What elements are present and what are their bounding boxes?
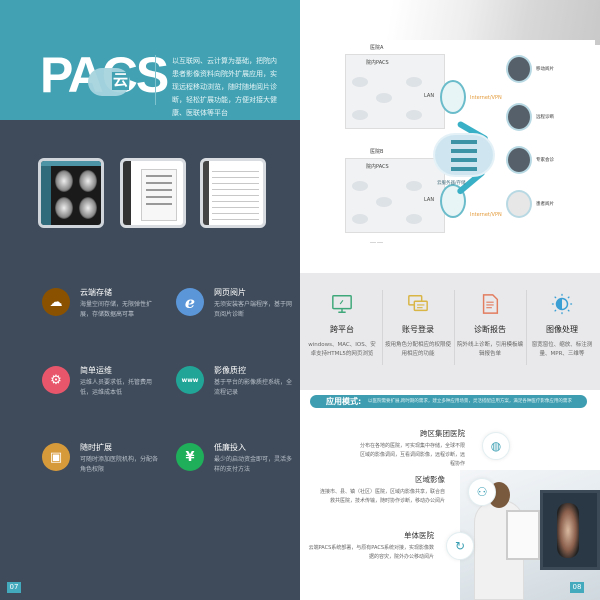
- browser-icon: e: [176, 288, 204, 316]
- feature-title: 简单运维: [80, 366, 112, 375]
- capability-desc: 院外线上诊断，引用模板编辑报告单: [456, 342, 523, 357]
- document-icon: [482, 294, 499, 314]
- divider: [155, 55, 156, 105]
- capability-desc: 按用角色分配相应的权限使用相应的功能: [384, 342, 451, 357]
- capability-diagnosis-report: 诊断报告 院外线上诊断，引用模板编辑报告单: [454, 285, 526, 359]
- capability-desc: windows、MAC、IOS、安卓支持HTML5的网页浏览: [308, 342, 376, 357]
- capability-cross-platform: 跨平台 windows、MAC、IOS、安卓支持HTML5的网页浏览: [306, 285, 378, 359]
- capability-desc: 窗宽窗位、缩放、标注测量、MPR、三维等: [531, 342, 593, 357]
- local-pacs-label: 院内PACS: [366, 60, 389, 66]
- capability-image-processing: 图像处理 窗宽窗位、缩放、标注测量、MPR、三维等: [526, 285, 598, 359]
- logo-badge: 云: [112, 72, 130, 90]
- gateway-icon: [440, 80, 466, 114]
- endpoint-label: 移动阅片: [536, 67, 554, 72]
- mode-title: 跨区集团医院: [420, 429, 465, 438]
- divider: [382, 290, 383, 365]
- lan-label: LAN: [424, 93, 435, 99]
- divider: [454, 290, 455, 365]
- mode-desc: 云端PACS系统部署，与原有PACS系统对接，实现影像数据的容灾，院外办公移动阅…: [308, 545, 434, 560]
- contrast-icon: [551, 293, 573, 315]
- hospital-a-box: 院内PACS LAN: [345, 54, 445, 129]
- mode-title: 区域影像: [415, 475, 445, 484]
- endpoint-photo: [506, 103, 532, 131]
- hospital-b-label: 医院B: [370, 149, 384, 155]
- chat-icon: [408, 295, 428, 312]
- mode-desc: 分布在各地的医院，可实现集中存储，全球不限区域的影像调阅，互看调阅影像，远程诊断…: [360, 443, 466, 467]
- mode-desc: 连接市、县、镇（社区）医院，区域内影像共享，联合自救共医院，技术传输，随时协作诊…: [320, 489, 446, 504]
- mode-regional: 区域影像 连接市、县、镇（社区）医院，区域内影像共享，联合自救共医院，技术传输，…: [320, 474, 445, 506]
- share-icon: ↻: [446, 532, 474, 560]
- feature-desc: 基于平台的影像质控系统，全流程记录: [214, 379, 293, 396]
- network-icon: ⚇: [468, 478, 496, 506]
- feature-title: 网页阅片: [214, 288, 246, 297]
- endpoint-label: 专家会诊: [536, 158, 554, 163]
- hospital-b-box: 院内PACS LAN: [345, 158, 445, 233]
- local-pacs-label: 院内PACS: [366, 164, 389, 170]
- money-icon: ¥: [176, 443, 204, 471]
- more-ellipsis: ……: [370, 238, 384, 245]
- capability-title: 图像处理: [546, 325, 578, 334]
- viewer-screenshot: [38, 158, 104, 228]
- feature-desc: 最少的启动资金即可，灵活多样的支付方法: [214, 456, 293, 473]
- mode-single-hospital: 单体医院 云端PACS系统部署，与原有PACS系统对接，实现影像数据的容灾，院外…: [306, 530, 434, 562]
- intro-text: 以互联网、云计算为基础，把院内患者影像资料向院外扩展应用，实现远程移动浏览，随时…: [172, 57, 277, 117]
- screenshot-gallery: [38, 158, 268, 230]
- cloud-server-icon: [435, 135, 493, 175]
- cloud-label: 云服务器/存储: [437, 181, 466, 186]
- mode-bar-text: 以医院需要扩展,跨时期的需求，建立多种应用场景，灵活搭配应用方案，满足各种医疗影…: [368, 399, 572, 404]
- endpoint-photo: [506, 146, 532, 174]
- feature-title: 低廉投入: [214, 443, 246, 452]
- report-screenshot: [120, 158, 186, 228]
- feature-desc: 海量空间存储，无限弹性扩展，存储数据高可靠: [80, 301, 153, 318]
- gear-icon: ⚙: [42, 366, 70, 394]
- mode-cross-region: 跨区集团医院 分布在各地的医院，可实现集中存储，全球不限区域的影像调阅，互看调阅…: [360, 428, 465, 469]
- application-mode-bar: 应用模式: 以医院需要扩展,跨时期的需求，建立多种应用场景，灵活搭配应用方案，满…: [310, 395, 587, 408]
- mode-title: 单体医院: [404, 531, 434, 540]
- feature-title: 影像质控: [214, 366, 246, 375]
- architecture-diagram: 医院A 院内PACS LAN Internet/VPN 医院B 院内PACS L…: [340, 40, 595, 250]
- feature-desc: 可随时添加医院机构，分配各角色权限: [80, 456, 159, 473]
- capabilities-band: [300, 273, 600, 390]
- hospital-a-label: 医院A: [370, 45, 384, 51]
- right-page: 医院A 院内PACS LAN Internet/VPN 医院B 院内PACS L…: [300, 0, 600, 600]
- endpoint-label: 远程诊断: [536, 115, 554, 120]
- page-number: 08: [570, 582, 584, 593]
- endpoint-label: 患者阅片: [536, 202, 554, 207]
- cube-icon: ▣: [42, 443, 70, 471]
- list-screenshot: [200, 158, 266, 228]
- endpoint-photo: [506, 55, 532, 83]
- capability-title: 跨平台: [330, 325, 354, 334]
- capability-account-login: 账号登录 按用角色分配相应的权限使用相应的功能: [382, 285, 454, 359]
- header-banner: PACS 云 以互联网、云计算为基础，把院内患者影像资料向院外扩展应用，实现远程…: [0, 0, 300, 120]
- capability-title: 账号登录: [402, 325, 434, 334]
- feature-desc: 无须安装客户端程序，基于网页阅片诊断: [214, 301, 293, 318]
- link-label: Internet/VPN: [470, 212, 502, 218]
- pacs-logo: PACS 云: [40, 50, 169, 100]
- endpoint-photo: [506, 190, 532, 218]
- link-label: Internet/VPN: [470, 95, 502, 101]
- feature-desc: 运维人员要求低，托管费用低，运维成本低: [80, 379, 153, 396]
- cloud-storage-icon: ☁: [42, 288, 70, 316]
- feature-title: 云端存储: [80, 288, 112, 297]
- page-number: 07: [7, 582, 21, 593]
- globe-icon: ◍: [482, 432, 510, 460]
- polygon-background: [300, 0, 600, 45]
- capability-title: 诊断报告: [474, 325, 506, 334]
- left-page: PACS 云 以互联网、云计算为基础，把院内患者影像资料向院外扩展应用，实现远程…: [0, 0, 300, 600]
- mode-bar-label: 应用模式:: [326, 397, 362, 406]
- lan-label: LAN: [424, 197, 435, 203]
- monitor-icon: [332, 295, 352, 313]
- www-icon: www: [176, 366, 204, 394]
- feature-title: 随时扩展: [80, 443, 112, 452]
- divider: [526, 290, 527, 365]
- doctor-photo: [460, 470, 600, 600]
